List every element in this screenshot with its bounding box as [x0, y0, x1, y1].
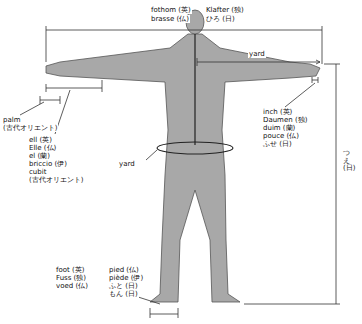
unit-label: ふせ (日) [262, 140, 293, 148]
unit-label: yard [248, 50, 266, 58]
unit-label: palm [2, 116, 22, 124]
vertical-unit-label: つえ (日) [342, 150, 351, 173]
unit-label: Daumen (独) [262, 116, 308, 124]
unit-label: ふと (日) [108, 282, 139, 290]
unit-label: Klafter (独) [205, 6, 245, 14]
unit-label: brasse (仏) [150, 15, 190, 23]
unit-label: もん (日) [108, 290, 139, 298]
unit-label: yard [118, 160, 136, 168]
unit-label: (古代オリエント) [2, 124, 58, 132]
unit-label: piède (伊) [108, 274, 144, 282]
unit-label: briccio (伊) [28, 160, 68, 168]
unit-label: ひろ (日) [205, 15, 236, 23]
unit-label: Fuss (独) [55, 274, 87, 282]
unit-label: fothom (英) [150, 6, 192, 14]
unit-label: duim (蘭) [262, 124, 296, 132]
unit-label: foot (英) [55, 266, 85, 274]
unit-label: Elle (仏) [28, 144, 57, 152]
unit-label: cubit [28, 168, 47, 176]
unit-label: el (蘭) [28, 152, 51, 160]
unit-label: (古代オリエント) [28, 176, 84, 184]
unit-label: pied (仏) [108, 266, 140, 274]
unit-label: ell (英) [28, 136, 53, 144]
unit-label: voed (仏) [55, 282, 89, 290]
unit-label: pouce (仏) [262, 132, 300, 140]
unit-label: inch (英) [262, 108, 293, 116]
